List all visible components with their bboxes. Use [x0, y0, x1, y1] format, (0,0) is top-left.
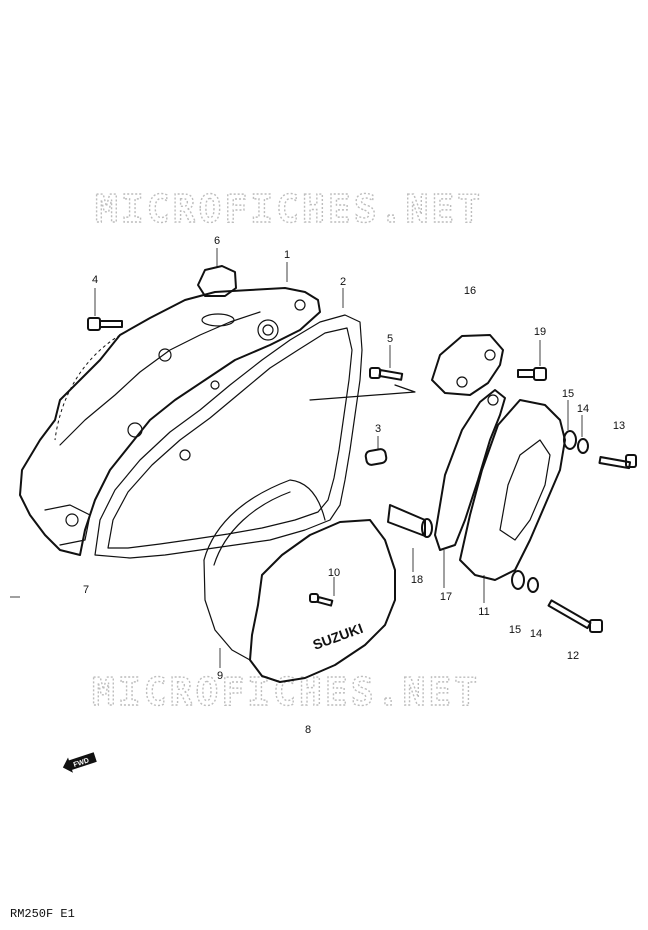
bolt-part-5	[369, 367, 404, 381]
cover-logo: SUZUKI	[311, 620, 365, 653]
callout-15-top: 15	[562, 388, 574, 400]
callout-1: 1	[284, 249, 290, 261]
gasket-part-2	[94, 314, 363, 559]
plate-part-17	[434, 389, 506, 551]
bracket-part-16	[431, 334, 504, 396]
fwd-label: FWD	[73, 757, 90, 769]
bolt-part-19	[517, 367, 547, 381]
watermark-bottom: MICROFICHES.NET	[92, 670, 480, 714]
callout-15-bottom: 15	[509, 624, 521, 636]
model-code: RM250F E1	[10, 907, 75, 921]
callout-9: 9	[217, 670, 223, 682]
assembly-arrow	[309, 384, 416, 401]
callout-7: 7	[83, 584, 89, 596]
fwd-arrow-icon: FWD	[62, 752, 97, 773]
washer-part-15-top	[563, 430, 577, 450]
washer-part-14-bottom	[527, 577, 539, 593]
callout-12: 12	[567, 650, 579, 662]
callout-6: 6	[214, 235, 220, 247]
callout-19: 19	[534, 326, 546, 338]
bolt-part-4	[87, 317, 123, 331]
callout-8: 8	[305, 724, 311, 736]
clutch-cover-part-1	[19, 287, 321, 556]
bolt-part-13	[598, 454, 637, 470]
bolt-part-10	[309, 593, 334, 607]
callout-11: 11	[478, 606, 489, 618]
callout-13: 13	[613, 420, 625, 432]
callout-17: 17	[440, 591, 452, 603]
callout-14-bottom: 14	[530, 628, 542, 640]
callout-3: 3	[375, 423, 381, 435]
callout-4: 4	[92, 274, 98, 286]
callout-10: 10	[328, 567, 340, 579]
watermark-top: MICROFICHES.NET	[95, 187, 483, 231]
sleeve-part-18	[387, 504, 433, 538]
callout-16: 16	[464, 285, 476, 297]
washer-part-15-bottom	[511, 570, 525, 590]
oil-plug-part-6	[197, 265, 237, 327]
dowel-pin-part-3	[364, 448, 388, 466]
callout-18: 18	[411, 574, 423, 586]
callout-14-top: 14	[577, 403, 589, 415]
callout-5: 5	[387, 333, 393, 345]
washer-part-14-top	[577, 438, 589, 454]
callout-2: 2	[340, 276, 346, 288]
pump-cover-part-11	[459, 399, 566, 581]
bolt-part-12	[547, 599, 603, 633]
outer-cover-part-8: SUZUKI	[203, 479, 396, 683]
